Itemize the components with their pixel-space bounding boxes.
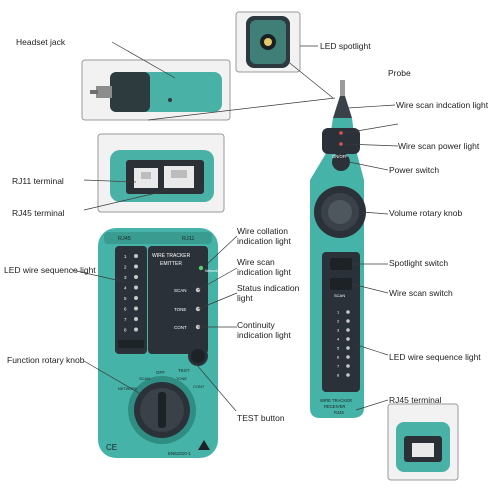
inset-headset-jack [81, 59, 231, 121]
emitter-led-number: 8 [124, 327, 127, 332]
emitter-port-rj11: RJ11 [182, 236, 194, 242]
device-text: RJ45 RJ11 WIRE TRACKER EMITTER Network S… [106, 154, 352, 456]
label-probe: Probe [388, 68, 411, 78]
receiver-led [346, 373, 350, 377]
label-wire-scan-power-light: Wire scan power light [398, 141, 480, 151]
receiver-led [346, 346, 350, 350]
receiver-device: 1 2 3 4 5 6 7 8 [310, 80, 366, 418]
label-led-spotlight: LED spotlight [320, 41, 371, 51]
emitter-led [134, 327, 138, 332]
label-spotlight-switch: Spotlight switch [389, 258, 449, 268]
emitter-led [134, 285, 138, 290]
emitter-led-number: 4 [124, 285, 127, 290]
standard-text: EN61010-1 [168, 451, 191, 456]
emitter-title-1: WIRE TRACKER [152, 253, 191, 259]
off-text: OFF [156, 370, 165, 375]
receiver-led-number: 7 [337, 364, 340, 369]
receiver-led-number: 2 [337, 319, 340, 324]
receiver-led-number: 6 [337, 355, 340, 360]
tone-text: TONE [174, 307, 186, 312]
label-continuity-light: Continuity indication light [237, 320, 291, 340]
receiver-led [346, 337, 350, 341]
emitter-led [134, 306, 138, 311]
tone-knob-text: TONE [176, 376, 187, 381]
receiver-led-number: 8 [337, 373, 340, 378]
label-power-switch: Power switch [389, 165, 440, 175]
onoff-text: ON/OFF [332, 154, 348, 159]
emitter-device: 1 2 3 4 5 6 7 8 [98, 228, 218, 458]
label-status-light: Status indication light [237, 283, 300, 303]
label-headset-jack: Headset jack [16, 37, 66, 47]
label-led-wire-sequence-right: LED wire sequence light [389, 352, 481, 362]
label-wire-scan-switch: Wire scan switch [389, 288, 453, 298]
label-wire-collation-light: Wire collation indication light [237, 226, 291, 246]
network-knob-text: NETWORK [118, 387, 138, 391]
label-rj11-terminal: RJ11 terminal [12, 176, 64, 186]
receiver-led [346, 364, 350, 368]
inset-led-spotlight [235, 11, 301, 73]
emitter-led [134, 275, 138, 279]
receiver-led [346, 328, 350, 332]
test-text: TEST [178, 368, 190, 373]
receiver-led-number: 1 [337, 310, 340, 315]
emitter-led-number: 1 [124, 254, 127, 259]
receiver-rj45: RJ45 [334, 410, 344, 415]
label-rj45-terminal-left: RJ45 terminal [12, 208, 65, 218]
emitter-led-number: 6 [124, 306, 127, 311]
scan-text: SCAN [174, 288, 187, 293]
label-wire-scan-indication-light: Wire scan indcation light [396, 100, 489, 110]
receiver-title-1: WIRE TRACKER [320, 398, 352, 403]
receiver-led-number: 5 [337, 346, 340, 351]
emitter-led [134, 296, 138, 300]
ce-mark: CE [106, 443, 117, 452]
emitter-title-2: EMITTER [160, 261, 182, 267]
label-function-rotary-knob: Function rotary knob [7, 355, 85, 365]
receiver-title-2: RECEIVER [324, 404, 345, 409]
cont-text: CONT [174, 325, 187, 330]
emitter-led-number: 5 [124, 296, 127, 301]
label-rj45-terminal-right: RJ45 terminal [389, 395, 442, 405]
receiver-led-number: 3 [337, 328, 340, 333]
receiver-led [346, 319, 350, 323]
receiver-led-number: 4 [337, 337, 340, 342]
receiver-led [346, 310, 350, 314]
emitter-led [134, 317, 138, 321]
emitter-led [134, 264, 138, 269]
receiver-scan-text: SCAN [334, 293, 345, 298]
inset-rj45-receiver [387, 403, 459, 481]
emitter-led-number: 7 [124, 317, 127, 322]
scan-knob-text: SCAN [139, 376, 150, 381]
network-text: Network [205, 269, 218, 273]
inset-rj-terminals [97, 133, 225, 213]
emitter-led [134, 254, 138, 258]
label-volume-rotary-knob: Volume rotary knob [389, 208, 463, 218]
receiver-led [346, 355, 350, 359]
label-wire-scan-light: Wire scan indication light [237, 257, 291, 277]
cont-knob-text: CONT [193, 384, 205, 389]
leader-lines [71, 41, 399, 412]
emitter-port-rj45: RJ45 [118, 236, 131, 242]
label-led-wire-sequence-left: LED wire sequence light [4, 265, 96, 275]
emitter-led-number: 3 [124, 275, 127, 280]
emitter-led-number: 2 [124, 264, 127, 269]
label-test-button: TEST button [237, 413, 285, 423]
